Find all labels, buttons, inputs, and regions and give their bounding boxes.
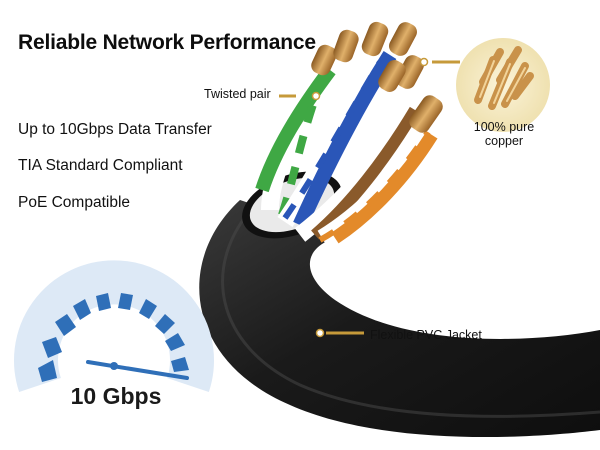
feature-speed: Up to 10Gbps Data Transfer [18, 121, 212, 138]
headline: Reliable Network Performance [18, 31, 316, 54]
callout-copper: 100% pure copper [463, 120, 545, 148]
callout-copper-line2: copper [484, 134, 524, 148]
callout-leaders [279, 57, 460, 338]
callout-twisted-pair: Twisted pair [204, 87, 271, 101]
callout-pvc-jacket: Flexible PVC Jacket [370, 328, 482, 342]
twisted-wires [255, 50, 438, 246]
speed-gauge-icon [14, 260, 214, 392]
callout-copper-line1: 100% pure [473, 120, 535, 134]
copper-wires-icon [456, 38, 550, 132]
copper-tips [311, 21, 443, 133]
feature-poe: PoE Compatible [18, 194, 131, 211]
feature-tia: TIA Standard Compliant [18, 157, 183, 174]
speed-value: 10 Gbps [70, 383, 162, 409]
pvc-jacket [199, 171, 600, 438]
gauge-segments [38, 293, 189, 382]
